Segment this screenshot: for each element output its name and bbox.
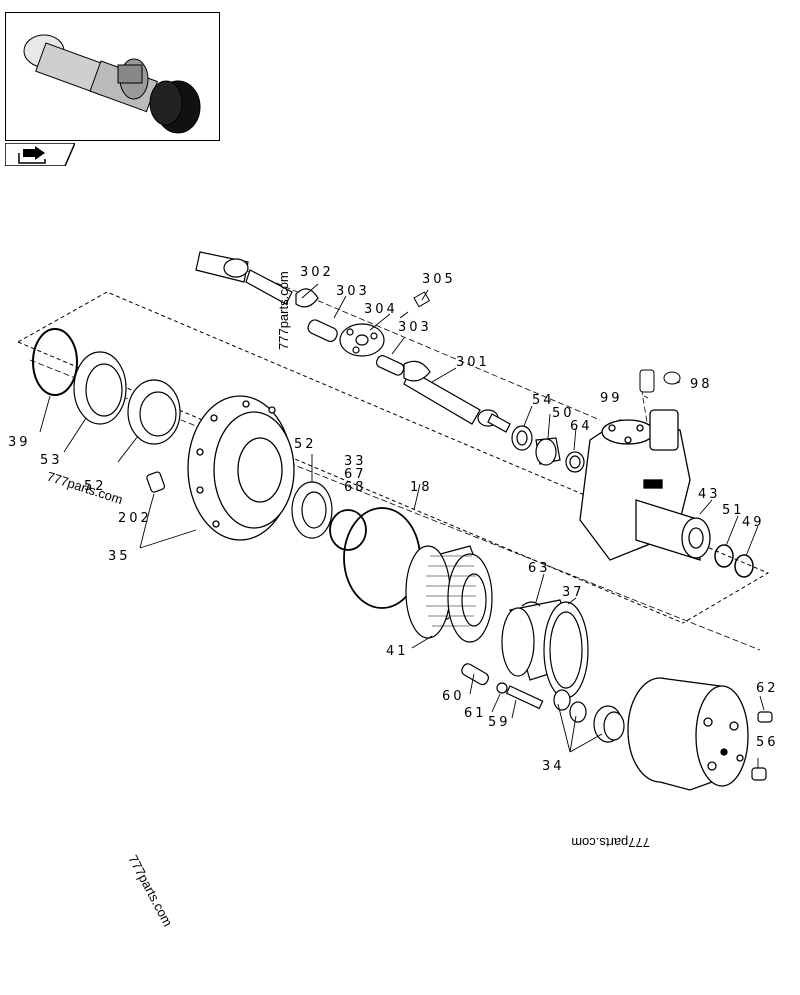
callout-303: 303 xyxy=(336,284,370,299)
callout-302: 302 xyxy=(300,265,334,280)
callout-50: 50 xyxy=(552,406,575,421)
callout-202: 202 xyxy=(118,511,152,526)
callout-303-b: 303 xyxy=(398,320,432,335)
o-ring-small[interactable] xyxy=(329,509,367,551)
callout-59: 59 xyxy=(488,715,511,730)
leader-lines xyxy=(39,283,765,768)
callout-34: 34 xyxy=(542,759,565,774)
watermark: 777parts.com xyxy=(45,469,125,508)
planetary-housing[interactable] xyxy=(627,677,749,791)
callout-54: 54 xyxy=(532,393,555,408)
watermark: 777parts.com xyxy=(276,271,291,350)
callout-305: 305 xyxy=(422,272,456,287)
hub-bolt[interactable] xyxy=(146,471,166,493)
callout-labels: 302 303 305 304 303 301 99 98 54 50 64 3… xyxy=(8,265,779,774)
callout-39: 39 xyxy=(8,435,31,450)
assembly-boundary xyxy=(17,291,770,624)
callout-49: 49 xyxy=(742,515,765,530)
callout-99: 99 xyxy=(600,391,623,406)
housing-bolt[interactable] xyxy=(757,711,773,723)
callout-61: 61 xyxy=(464,706,487,721)
bleeder-fittings[interactable] xyxy=(639,369,681,393)
watermark: 777parts.com xyxy=(125,852,175,929)
callout-62: 62 xyxy=(756,681,779,696)
disc-pack[interactable] xyxy=(405,545,493,643)
bearing-cup[interactable] xyxy=(73,351,127,425)
o-ring[interactable] xyxy=(32,328,78,396)
callout-51: 51 xyxy=(722,503,745,518)
pin-set[interactable] xyxy=(460,662,544,710)
callout-18: 18 xyxy=(410,480,433,495)
planet-gear-set[interactable] xyxy=(553,689,625,743)
watermark: 777parts.com xyxy=(571,835,650,850)
callout-35: 35 xyxy=(108,549,131,564)
callout-37: 37 xyxy=(562,585,585,600)
snap-rings[interactable] xyxy=(714,544,754,578)
callout-98: 98 xyxy=(690,377,713,392)
callout-43: 43 xyxy=(698,487,721,502)
callout-64: 64 xyxy=(570,419,593,434)
callout-304: 304 xyxy=(364,302,398,317)
bearing-cone[interactable] xyxy=(127,379,333,539)
universal-joint[interactable] xyxy=(295,288,431,382)
grease-fitting[interactable] xyxy=(399,291,431,319)
callout-53: 53 xyxy=(40,453,63,468)
callout-301: 301 xyxy=(456,355,490,370)
callout-56: 56 xyxy=(756,735,779,750)
callout-41: 41 xyxy=(386,644,409,659)
thumbnail-frame[interactable] xyxy=(5,12,220,141)
axle-assembly-thumbnail xyxy=(23,34,201,134)
drive-shaft[interactable] xyxy=(195,251,511,433)
seal-set[interactable] xyxy=(511,425,585,473)
callout-33: 33 xyxy=(344,454,367,469)
back-nav-button[interactable] xyxy=(4,142,77,167)
callout-63: 63 xyxy=(528,561,551,576)
callout-67: 67 xyxy=(344,467,367,482)
callout-68: 68 xyxy=(344,480,367,495)
wheel-hub[interactable] xyxy=(187,395,295,541)
callout-52-b: 52 xyxy=(294,437,317,452)
steering-knuckle[interactable] xyxy=(579,409,711,561)
callout-52: 52 xyxy=(84,479,107,494)
ring-gear[interactable] xyxy=(501,599,589,699)
drain-plug[interactable] xyxy=(751,767,767,781)
callout-60: 60 xyxy=(442,689,465,704)
